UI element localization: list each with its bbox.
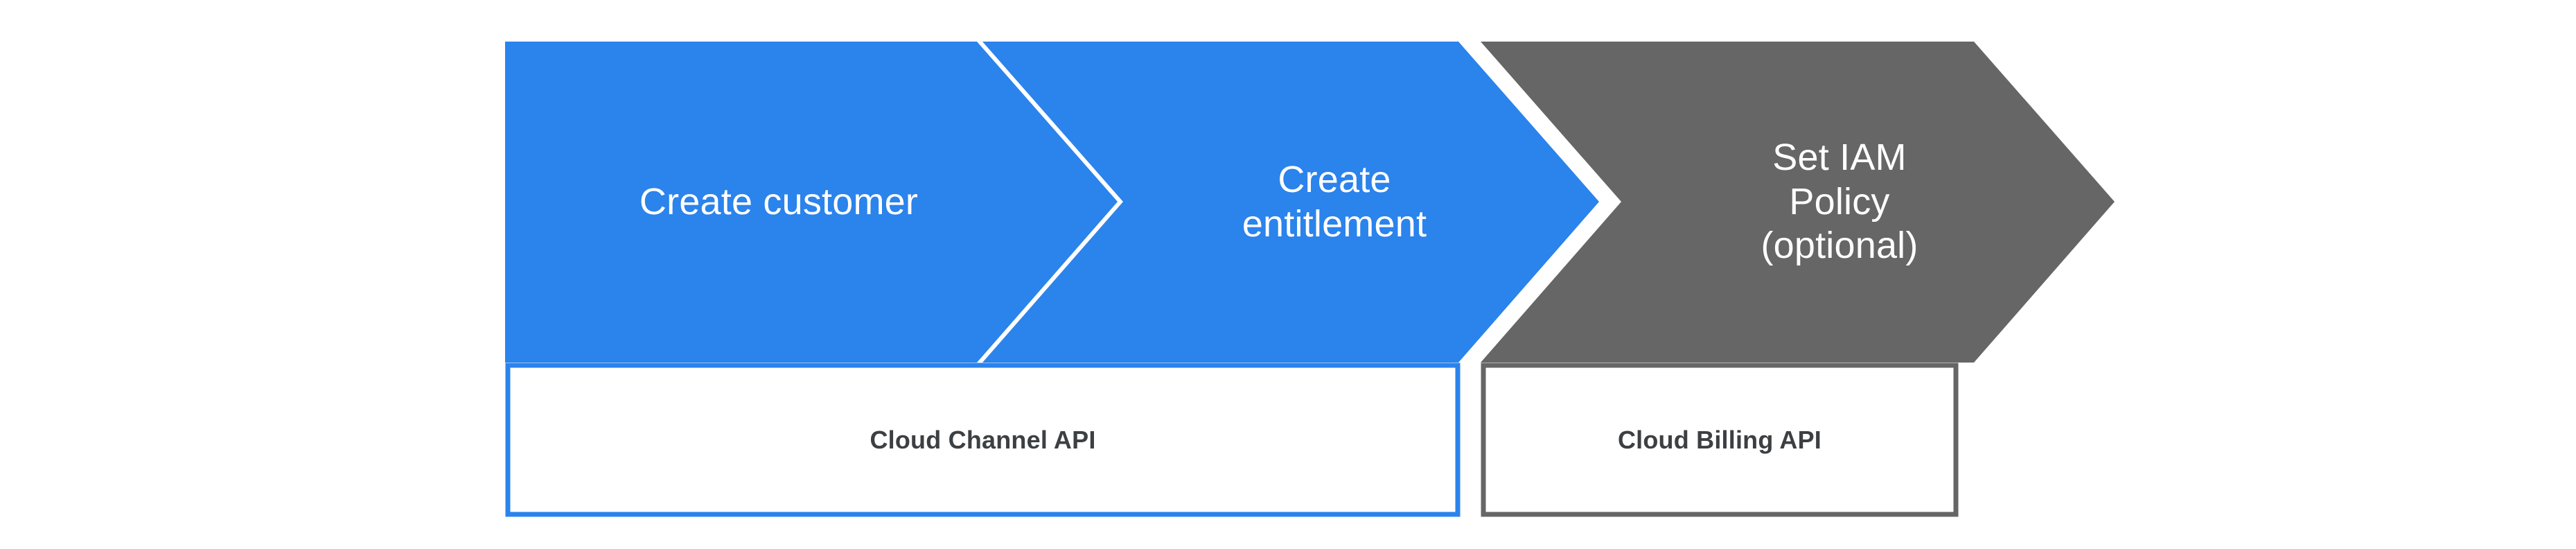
api-box-cloud-billing-api[interactable] <box>1481 363 1959 517</box>
chevron-label-set-iam-policy: Set IAM Policy (optional) <box>1761 136 1918 267</box>
chevron-shape-create-entitlement[interactable] <box>982 42 1599 363</box>
api-box-cloud-channel-api[interactable] <box>505 363 1461 517</box>
api-label-cloud-billing-api: Cloud Billing API <box>1617 425 1822 454</box>
chevron-shape-set-iam-policy[interactable] <box>1481 42 2115 363</box>
chevron-shape-create-customer[interactable] <box>505 42 1118 363</box>
chevron-label-create-customer: Create customer <box>639 180 919 223</box>
chevron-label-create-entitlement: Create entitlement <box>1242 158 1427 245</box>
api-label-cloud-channel-api: Cloud Channel API <box>870 425 1096 454</box>
